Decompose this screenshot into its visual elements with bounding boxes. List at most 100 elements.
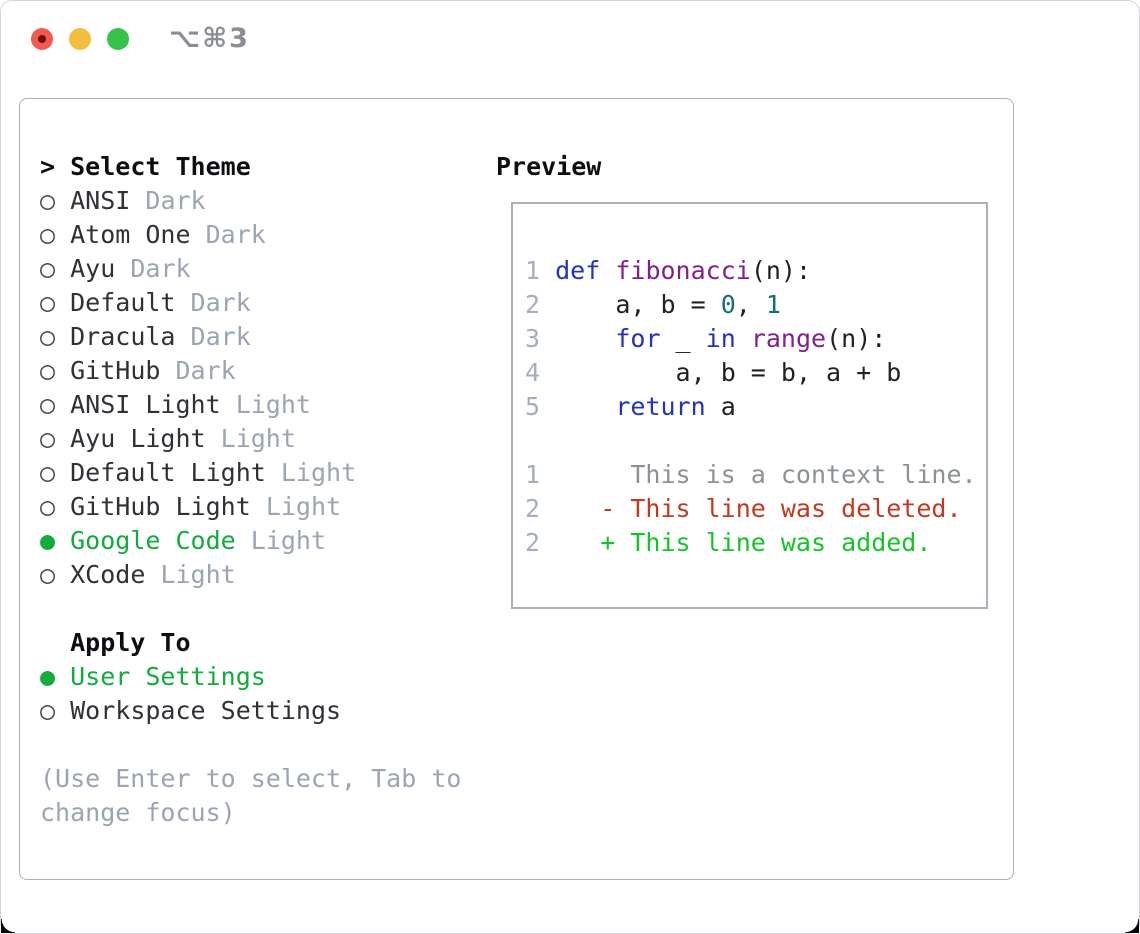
pointer-icon: > — [40, 152, 56, 181]
theme-option-ansi-light[interactable]: ○ ANSI Light Light — [40, 388, 490, 422]
diff-line-added: 2 + This line was added. — [525, 526, 986, 560]
code-token: (n): — [826, 324, 887, 353]
radio-unselected-icon: ○ — [40, 356, 56, 385]
minimize-button[interactable] — [69, 28, 91, 50]
theme-name: Dracula — [70, 322, 176, 351]
theme-variant: Light — [280, 458, 357, 487]
radio-selected-icon: ● — [40, 662, 56, 691]
radio-unselected-icon: ○ — [40, 322, 56, 351]
radio-unselected-icon: ○ — [40, 560, 56, 589]
theme-option-google-code[interactable]: ● Google Code Light — [40, 524, 490, 558]
radio-unselected-icon: ○ — [40, 288, 56, 317]
code-token: a — [705, 392, 736, 421]
theme-option-default[interactable]: ○ Default Dark — [40, 286, 490, 320]
line-number: 1 — [525, 460, 541, 489]
theme-list: ○ ANSI Dark○ Atom One Dark○ Ayu Dark○ De… — [40, 184, 490, 592]
apply-option-workspace-settings[interactable]: ○ Workspace Settings — [40, 694, 490, 728]
theme-option-ansi[interactable]: ○ ANSI Dark — [40, 184, 490, 218]
diff-line-deleted: 2 - This line was deleted. — [525, 492, 986, 526]
radio-unselected-icon: ○ — [40, 492, 56, 521]
radio-unselected-icon: ○ — [40, 390, 56, 419]
theme-variant: Dark — [175, 356, 236, 385]
theme-list-column: > Select Theme ○ ANSI Dark○ Atom One Dar… — [40, 150, 490, 830]
apply-option-label: Workspace Settings — [70, 696, 342, 725]
code-token: fibonacci — [615, 256, 751, 285]
theme-variant: Light — [220, 424, 296, 453]
theme-name: GitHub — [70, 356, 161, 385]
apply-to-label: Apply To — [70, 628, 191, 657]
select-theme-label: Select Theme — [70, 152, 251, 181]
theme-option-atom-one[interactable]: ○ Atom One Dark — [40, 218, 490, 252]
diff-text: + This line was added. — [540, 528, 932, 557]
code-line: 4 a, b = b, a + b — [525, 356, 986, 390]
theme-name: Ayu Light — [70, 424, 206, 453]
theme-option-github-light[interactable]: ○ GitHub Light Light — [40, 490, 490, 524]
diff-preview: 1 This is a context line.2 - This line w… — [525, 458, 986, 560]
diff-line-context: 1 This is a context line. — [525, 458, 986, 492]
apply-to-list: ● User Settings○ Workspace Settings — [40, 660, 490, 728]
line-number: 5 — [525, 392, 541, 421]
code-line: 3 for _ in range(n): — [525, 322, 986, 356]
code-token: , — [735, 290, 766, 319]
theme-option-github[interactable]: ○ GitHub Dark — [40, 354, 490, 388]
code-token: range — [750, 324, 827, 353]
theme-option-dracula[interactable]: ○ Dracula Dark — [40, 320, 490, 354]
theme-option-ayu-light[interactable]: ○ Ayu Light Light — [40, 422, 490, 456]
code-token: return — [615, 392, 706, 421]
code-token — [736, 324, 751, 353]
code-token — [555, 392, 615, 421]
close-button[interactable] — [31, 28, 53, 50]
line-number: 2 — [525, 528, 541, 557]
zoom-button[interactable] — [107, 28, 129, 50]
theme-option-default-light[interactable]: ○ Default Light Light — [40, 456, 490, 490]
radio-unselected-icon: ○ — [40, 220, 56, 249]
theme-name: Google Code — [70, 526, 236, 555]
line-number: 2 — [525, 290, 541, 319]
apply-option-user-settings[interactable]: ● User Settings — [40, 660, 490, 694]
theme-variant: Dark — [190, 288, 251, 317]
code-token: a, b = — [555, 290, 721, 319]
preview-column: Preview — [496, 150, 996, 184]
theme-name: Default — [70, 288, 176, 317]
help-text-line2: change focus) — [40, 798, 236, 827]
radio-unselected-icon: ○ — [40, 186, 56, 215]
diff-text: This is a context line. — [540, 460, 977, 489]
code-token — [600, 256, 615, 285]
radio-selected-icon: ● — [40, 526, 56, 555]
theme-picker-panel: > Select Theme ○ ANSI Dark○ Atom One Dar… — [19, 98, 1014, 880]
radio-unselected-icon: ○ — [40, 458, 56, 487]
apply-option-label: User Settings — [70, 662, 266, 691]
code-line: 5 return a — [525, 390, 986, 424]
code-line: 2 a, b = 0, 1 — [525, 288, 986, 322]
diff-text: - This line was deleted. — [540, 494, 962, 523]
theme-name: GitHub Light — [70, 492, 251, 521]
code-token: 1 — [765, 290, 781, 319]
theme-option-ayu[interactable]: ○ Ayu Dark — [40, 252, 490, 286]
theme-option-xcode[interactable]: ○ XCode Light — [40, 558, 490, 592]
preview-header: Preview — [496, 152, 602, 181]
window-title: ⌥⌘3 — [169, 23, 250, 54]
theme-name: Default Light — [70, 458, 266, 487]
theme-variant: Dark — [205, 220, 266, 249]
line-number: 1 — [525, 256, 541, 285]
theme-variant: Light — [265, 492, 342, 521]
window-titlebar: ⌥⌘3 — [1, 1, 1139, 77]
help-text-line1: (Use Enter to select, Tab to — [40, 764, 462, 793]
theme-name: Atom One — [70, 220, 191, 249]
line-number: 4 — [525, 358, 541, 387]
theme-variant: Light — [160, 560, 236, 589]
theme-name: XCode — [70, 560, 146, 589]
theme-variant: Light — [235, 390, 311, 419]
code-token: a, b = b, a + b — [555, 358, 902, 387]
line-number: 2 — [525, 494, 541, 523]
code-token: 0 — [720, 290, 736, 319]
apply-to-header: Apply To — [40, 626, 490, 660]
screen-corner-bottom-right — [1125, 919, 1139, 933]
theme-name: Ayu — [70, 254, 116, 283]
radio-unselected-icon: ○ — [40, 696, 56, 725]
code-token: _ — [660, 324, 706, 353]
code-token: in — [705, 324, 736, 353]
code-token: (n): — [750, 256, 812, 285]
